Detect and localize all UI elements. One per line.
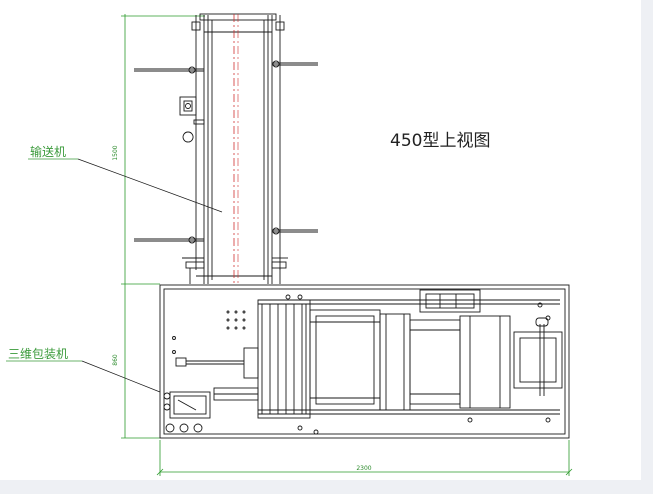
window-edge: [641, 0, 653, 494]
dimension-machine-width: 860: [112, 354, 119, 366]
leader-line-conveyor: [77, 158, 223, 213]
drawing-title: 450型上视图: [390, 131, 490, 151]
conveyor: [134, 13, 318, 284]
window-bottom-edge: [0, 480, 653, 494]
dimension-conveyor-length: 1500: [112, 145, 119, 160]
dimension-machine-length: 2300: [356, 465, 371, 472]
leader-line-packaging: [81, 360, 161, 393]
label-conveyor: 输送机: [30, 144, 66, 159]
label-packaging-machine: 三维包装机: [8, 347, 68, 361]
packaging-machine: [159, 284, 570, 439]
dimension-lines: [121, 14, 573, 476]
